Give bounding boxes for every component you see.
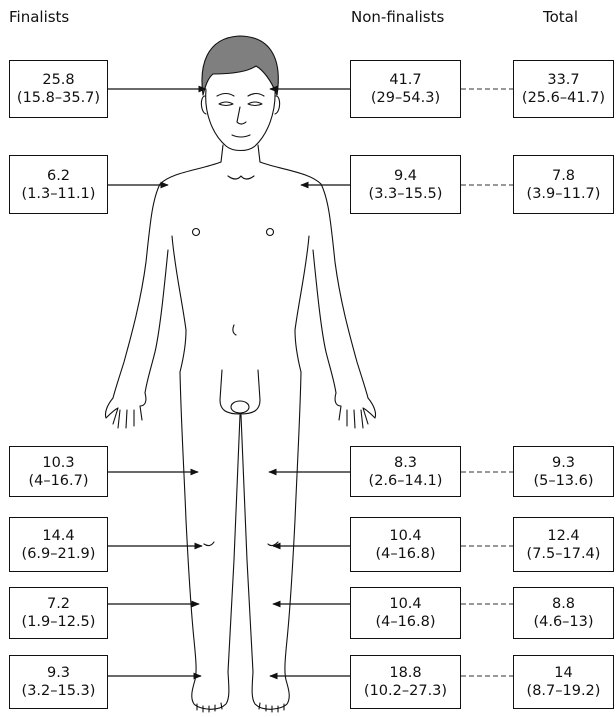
ci: (5–13.6)	[533, 472, 594, 489]
finalists-box-ankle: 9.3 (3.2–15.3)	[9, 655, 108, 709]
ci: (15.8–35.7)	[16, 90, 101, 106]
ci: (4–16.8)	[375, 614, 436, 630]
value: 9.3	[46, 665, 71, 681]
ci: (4–16.7)	[28, 472, 89, 489]
ci: (3.9–11.7)	[526, 185, 601, 202]
value: 10.3	[42, 454, 75, 471]
left-foot	[191, 671, 230, 713]
total-box-ankle: 14 (8.7–19.2)	[513, 655, 614, 709]
ci: (1.3–11.1)	[21, 185, 96, 202]
right-hand	[334, 392, 377, 429]
non-finalists-box-head: 41.7 (29–54.3)	[350, 60, 461, 118]
non-finalists-box-knee: 10.4 (4–16.8)	[350, 517, 461, 572]
total-box-knee: 12.4 (7.5–17.4)	[513, 517, 614, 572]
value: 9.4	[393, 167, 418, 184]
right-foot	[251, 671, 290, 713]
non-finalists-box-thigh: 8.3 (2.6–14.1)	[350, 446, 461, 497]
value: 18.8	[389, 665, 422, 681]
ci: (1.9–12.5)	[21, 614, 96, 630]
value: 9.3	[551, 454, 576, 471]
value: 14.4	[42, 527, 75, 544]
value: 7.2	[46, 596, 71, 612]
value: 10.4	[389, 527, 422, 544]
ci: (3.3–15.5)	[368, 185, 443, 202]
ci: (10.2–27.3)	[363, 683, 448, 699]
ci: (7.5–17.4)	[526, 545, 601, 562]
finalists-box-shoulder: 6.2 (1.3–11.1)	[9, 155, 108, 214]
value: 12.4	[547, 527, 580, 544]
finalists-box-knee: 14.4 (6.9–21.9)	[9, 517, 108, 572]
head-outline	[205, 89, 276, 152]
value: 8.8	[551, 596, 576, 612]
body-outline	[112, 161, 369, 399]
ci: (4.6–13)	[533, 614, 594, 630]
value: 7.8	[551, 167, 576, 184]
header-total: Total	[543, 8, 579, 26]
ci: (6.9–21.9)	[21, 545, 96, 562]
ci: (29–54.3)	[370, 90, 441, 106]
total-box-thigh: 9.3 (5–13.6)	[513, 446, 614, 497]
non-finalists-box-shoulder: 9.4 (3.3–15.5)	[350, 155, 461, 214]
hair	[201, 35, 279, 96]
finalists-box-lower-leg: 7.2 (1.9–12.5)	[9, 587, 108, 639]
non-finalists-box-ankle: 18.8 (10.2–27.3)	[350, 655, 461, 709]
non-finalists-arrows	[268, 85, 350, 680]
leg-outline	[179, 371, 302, 681]
total-box-shoulder: 7.8 (3.9–11.7)	[513, 155, 614, 214]
ci: (25.6–41.7)	[521, 90, 606, 106]
ci: (3.2–15.3)	[21, 683, 96, 699]
value: 25.8	[42, 72, 75, 88]
header-finalists: Finalists	[9, 8, 70, 26]
ci: (8.7–19.2)	[526, 683, 601, 699]
finalists-box-head: 25.8 (15.8–35.7)	[9, 60, 108, 118]
total-box-lower-leg: 8.8 (4.6–13)	[513, 587, 614, 639]
value: 10.4	[389, 596, 422, 612]
total-box-head: 33.7 (25.6–41.7)	[513, 60, 614, 118]
value: 6.2	[46, 167, 71, 184]
ci: (2.6–14.1)	[368, 472, 443, 489]
value: 41.7	[389, 72, 422, 88]
value: 14	[554, 665, 573, 681]
value: 33.7	[547, 72, 580, 88]
value: 8.3	[393, 454, 418, 471]
non-finalists-box-lower-leg: 10.4 (4–16.8)	[350, 587, 461, 639]
ci: (4–16.8)	[375, 545, 436, 562]
finalists-box-thigh: 10.3 (4–16.7)	[9, 446, 108, 497]
finalists-arrows	[108, 85, 207, 680]
header-non-finalists: Non-finalists	[351, 8, 445, 26]
total-connectors	[461, 88, 513, 677]
left-hand	[104, 392, 147, 429]
